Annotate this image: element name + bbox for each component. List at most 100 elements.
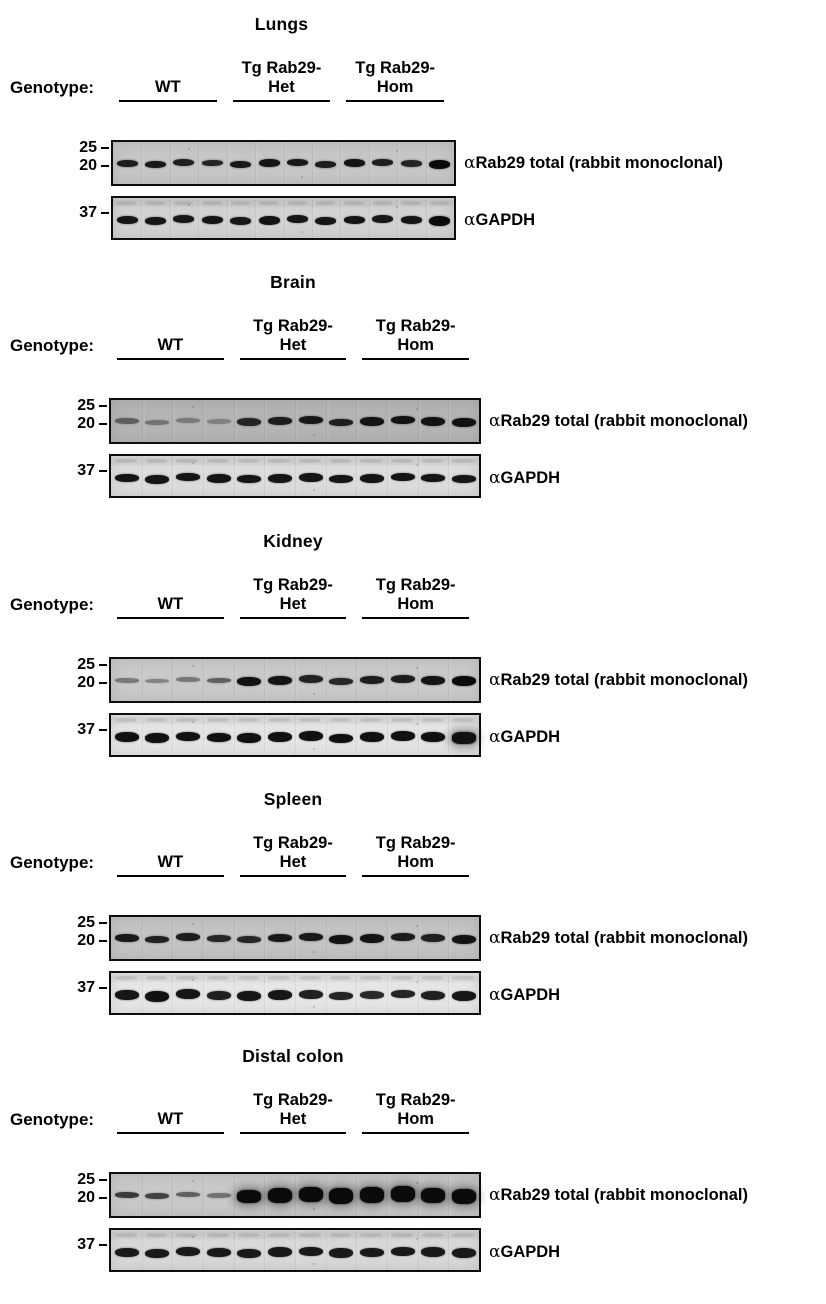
- protein-band: [175, 731, 200, 741]
- antibody-label: αGAPDH: [489, 727, 560, 747]
- lane-highlight: [204, 715, 206, 755]
- genotype-group-label-line: Tg Rab29-: [375, 317, 456, 335]
- lane-separator: [397, 142, 399, 184]
- genotype-group-underline: [239, 617, 347, 619]
- lane-separator: [203, 917, 204, 959]
- antibody-label: αRab29 total (rabbit monoclonal): [489, 670, 748, 690]
- genotype-group-label: WT: [158, 1110, 184, 1129]
- rab29-blot: [109, 1172, 481, 1218]
- lane-separator: [264, 1230, 266, 1270]
- ghost-band: [145, 718, 168, 722]
- rab29-blot: [109, 657, 481, 703]
- protein-band: [230, 160, 252, 168]
- lane-separator: [325, 1230, 327, 1270]
- protein-band: [298, 1186, 323, 1202]
- lane-separator: [356, 715, 358, 755]
- gapdh-blot: [109, 454, 481, 498]
- lane-separator: [172, 400, 174, 442]
- ghost-band: [115, 459, 137, 463]
- lane-separator: [417, 715, 419, 755]
- protein-band: [298, 731, 323, 742]
- ghost-band: [360, 718, 382, 722]
- protein-band: [343, 158, 366, 168]
- ghost-band: [391, 976, 413, 980]
- genotype-group-label: WT: [158, 336, 184, 355]
- lane-highlight: [173, 659, 176, 701]
- genotype-group: Tg Rab29-Hom: [348, 1086, 483, 1134]
- lane-highlight: [173, 1230, 176, 1270]
- lane-separator: [356, 400, 358, 442]
- protein-band: [173, 158, 195, 166]
- lane-highlight: [357, 400, 360, 442]
- panel-title: Kidney: [263, 531, 323, 551]
- lane-highlight: [256, 198, 259, 238]
- protein-band: [116, 216, 138, 225]
- lane-highlight: [449, 917, 452, 959]
- ghost-band: [391, 1233, 413, 1237]
- lane-highlight: [234, 715, 237, 755]
- lane-separator: [448, 456, 450, 496]
- gapdh-blot: [109, 713, 481, 757]
- protein-band: [451, 475, 476, 484]
- lane-separator: [172, 715, 174, 755]
- ghost-band: [115, 1233, 137, 1237]
- lane-separator: [172, 456, 174, 496]
- lane-highlight: [173, 1174, 176, 1216]
- speck: [396, 206, 399, 208]
- gapdh-blot: [111, 196, 456, 240]
- protein-band: [114, 933, 139, 943]
- genotype-group-label: Tg Rab29-Het: [253, 834, 333, 872]
- mw-marker-tick: [99, 423, 107, 426]
- protein-band: [390, 990, 415, 999]
- lane-separator: [172, 973, 174, 1013]
- ghost-band: [176, 718, 198, 722]
- ghost-band: [237, 1233, 260, 1237]
- ghost-band: [176, 459, 198, 463]
- ghost-band: [237, 718, 260, 722]
- speck: [313, 434, 316, 437]
- lane-separator: [233, 715, 235, 755]
- ghost-band: [299, 1233, 321, 1237]
- lane-separator: [169, 142, 171, 184]
- lane-separator: [264, 715, 266, 755]
- ghost-band: [115, 976, 137, 980]
- genotype-group-label-line: Tg Rab29-: [375, 1091, 456, 1109]
- genotype-group-underline: [119, 100, 217, 102]
- lane-separator: [141, 715, 143, 755]
- speck: [416, 723, 419, 725]
- genotype-group-underline: [117, 875, 224, 877]
- lane-highlight: [388, 1230, 390, 1270]
- lane-separator: [417, 917, 419, 959]
- protein-band: [237, 417, 261, 427]
- protein-band: [329, 475, 353, 484]
- alpha-symbol: α: [489, 985, 501, 1006]
- ghost-band: [391, 718, 413, 722]
- protein-band: [390, 731, 415, 742]
- protein-band: [114, 732, 139, 743]
- lane-separator: [397, 198, 399, 238]
- lane-highlight: [204, 1174, 206, 1216]
- protein-band: [390, 932, 415, 942]
- ghost-band: [145, 976, 168, 980]
- lane-highlight: [142, 659, 145, 701]
- lane-highlight: [173, 715, 176, 755]
- protein-band: [359, 1247, 384, 1257]
- lane-highlight: [284, 198, 287, 238]
- lane-highlight: [265, 400, 268, 442]
- lane-highlight: [388, 715, 390, 755]
- speck: [416, 925, 419, 928]
- lane-highlight: [265, 917, 268, 959]
- protein-band: [206, 1192, 231, 1198]
- mw-marker-label: 25: [77, 656, 95, 674]
- protein-band: [267, 416, 292, 426]
- lane-separator: [387, 456, 388, 496]
- lane-highlight: [296, 715, 298, 755]
- lane-separator: [233, 917, 235, 959]
- genotype-group: WT: [103, 571, 238, 619]
- speck: [300, 230, 303, 233]
- lane-separator: [340, 142, 342, 184]
- protein-band: [237, 991, 261, 1002]
- genotype-group-label-line: Tg Rab29-: [355, 59, 436, 77]
- protein-band: [267, 1247, 292, 1258]
- lane-highlight: [204, 917, 206, 959]
